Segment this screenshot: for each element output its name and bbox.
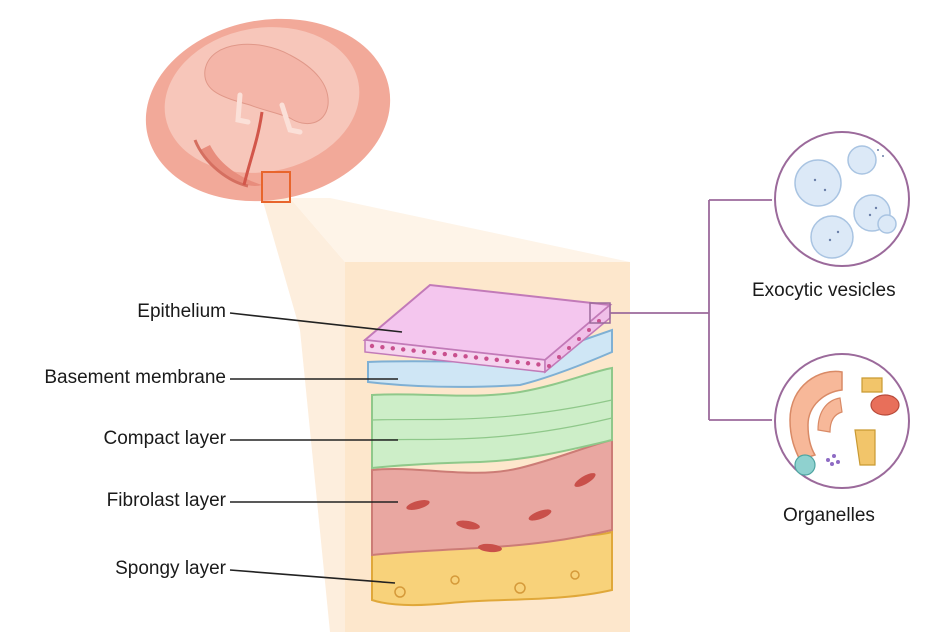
epithelial-cell-nucleus (525, 361, 531, 366)
epithelial-cell-nucleus (463, 354, 468, 359)
epithelial-cell-nucleus (411, 348, 416, 353)
callout-bracket (610, 199, 772, 421)
fibroblast-layer-label: Fibrolast layer (106, 490, 226, 511)
epithelium-leader (229, 312, 403, 333)
epithelial-cell-nucleus (515, 359, 520, 365)
epithelial-cell-nucleus (597, 319, 601, 323)
spongy-leader (229, 569, 396, 584)
epithelium-layer (362, 283, 613, 374)
zoom-wedge (262, 198, 345, 632)
epithelial-cell-nucleus (557, 355, 561, 359)
epithelial-cell-nucleus (453, 353, 458, 358)
highlight-box (261, 171, 291, 203)
exocytic-vesicles-circle (774, 131, 910, 267)
epithelial-cell-nucleus (380, 344, 385, 350)
compact-layer-label: Compact layer (103, 428, 227, 449)
epithelial-cell-nucleus (505, 358, 510, 364)
organelles-circle (774, 353, 910, 489)
basement-membrane-label: Basement membrane (44, 367, 226, 388)
epithelial-cell-nucleus (567, 346, 571, 350)
epithelium-label: Epithelium (137, 301, 226, 322)
spongy-layer-label: Spongy layer (115, 558, 226, 579)
epithelial-cell-nucleus (473, 355, 479, 360)
epithelial-cell-nucleus (536, 362, 541, 367)
epithelial-cell-nucleus (432, 350, 437, 356)
epithelial-cell-nucleus (587, 328, 591, 332)
exocytic-vesicles-label: Exocytic vesicles (752, 280, 896, 301)
organelles-label: Organelles (783, 505, 875, 526)
epithelial-cell-nucleus (421, 349, 427, 354)
epithelial-cell-nucleus (577, 337, 581, 341)
epithelial-cells (369, 319, 601, 368)
uterus-illustration (145, 18, 391, 202)
epithelial-cell-nucleus (484, 356, 489, 361)
epithelial-cell-nucleus (390, 346, 395, 351)
epithelial-cell-nucleus (547, 364, 551, 368)
epithelial-cell-nucleus (494, 357, 499, 362)
epithelial-cell-nucleus (401, 347, 406, 352)
epithelial-cell-nucleus (369, 343, 375, 349)
basement-membrane-layer (367, 328, 613, 388)
fibroblast-layer (371, 438, 613, 557)
leader-lines (229, 312, 403, 584)
zoom-wedge-light (290, 198, 630, 262)
epithelial-cell-nucleus (442, 351, 447, 357)
